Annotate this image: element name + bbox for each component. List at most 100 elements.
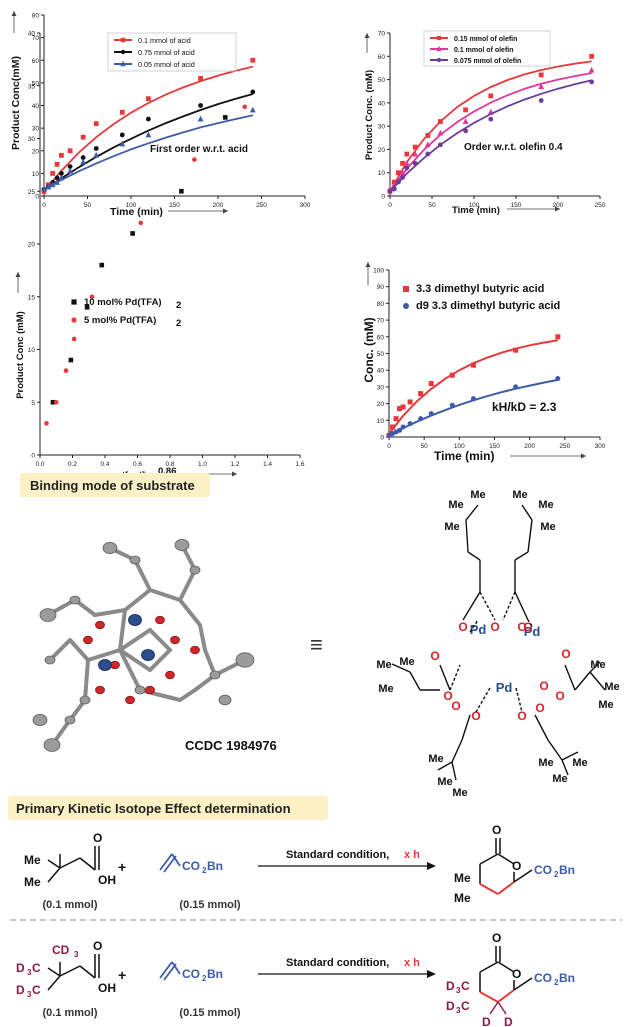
deuteromethyl-label: C	[461, 979, 470, 993]
pd-bond	[437, 761, 453, 771]
subscript-2: 2	[554, 978, 559, 987]
x-tick-label: 100	[469, 202, 480, 209]
data-point	[428, 411, 434, 417]
legend-marker	[436, 45, 442, 52]
crystal-bond	[118, 608, 127, 652]
data-point	[397, 406, 403, 412]
y-tick-label: 80	[377, 301, 385, 308]
x-tick-label: 50	[428, 202, 436, 209]
scheme-bond	[497, 1001, 507, 1015]
pd-bond	[515, 687, 523, 713]
crystal-carbon	[129, 555, 141, 565]
data-point	[462, 118, 469, 124]
data-point	[198, 75, 203, 81]
legend-box	[107, 32, 237, 72]
legend-marker	[71, 317, 77, 323]
pd-bond	[534, 714, 549, 741]
crystal-oxygen	[83, 635, 93, 645]
fit-line-0	[389, 60, 592, 192]
legend-marker	[71, 299, 77, 305]
pd-bond	[409, 671, 421, 691]
hydroxyl-label: OH	[98, 873, 116, 887]
reaction-arrow-head	[427, 862, 436, 870]
pd-oxygen-label: O	[517, 709, 526, 723]
data-point	[67, 167, 73, 174]
ester-label: CO	[182, 967, 200, 981]
deuterium-label: D	[482, 1015, 491, 1027]
olefin-amount: (0.15 mmol)	[179, 1007, 240, 1019]
data-point	[130, 231, 135, 236]
crystal-oxygen	[125, 695, 135, 705]
pd-bond	[561, 751, 579, 761]
y-tick-label: 20	[378, 147, 386, 154]
pd-bond	[589, 671, 606, 691]
data-point	[222, 115, 228, 120]
data-point	[393, 416, 399, 422]
data-point	[396, 170, 401, 176]
ring-oxygen-label: O	[512, 967, 521, 981]
x-tick-label: 150	[169, 202, 180, 209]
x-axis-arrow-head	[581, 453, 586, 459]
scheme-bond	[171, 961, 181, 975]
data-point	[89, 294, 95, 300]
y-axis-label: Product Conc. (mM)	[364, 70, 375, 160]
crystal-bond	[86, 648, 122, 662]
crystal-carbon	[134, 685, 146, 695]
pd-bond	[574, 671, 591, 691]
condition-label: Standard condition,	[286, 957, 389, 969]
pd-bond	[502, 591, 516, 621]
legend-marker	[120, 37, 126, 43]
pd-bond	[439, 664, 451, 691]
legend-label: 0.1 mmol of acid	[138, 36, 191, 45]
legend-label: d9 3.3 dimethyl butyric acid	[416, 300, 560, 312]
x-tick-label: 1.6	[295, 461, 304, 468]
pd-oxygen-label: O	[555, 689, 564, 703]
x-axis-arrow-head	[223, 208, 228, 214]
deuterium-label: D	[504, 1015, 513, 1027]
crystal-carbon	[102, 542, 118, 555]
data-point	[404, 151, 410, 157]
data-point	[513, 347, 519, 353]
scheme-bond	[59, 857, 81, 869]
crystal-bond	[178, 688, 197, 702]
legend-label-sub: 2	[176, 300, 181, 311]
fit-line-0	[388, 339, 558, 435]
deuteromethyl-label: D	[16, 983, 25, 997]
x-tick-label: 300	[300, 202, 311, 209]
legend-label: 0.15 mmol of olefin	[454, 36, 517, 43]
data-point	[390, 424, 396, 430]
data-point	[250, 89, 256, 95]
pd-atom-label: Pd	[470, 622, 487, 637]
pd-methyl-label: Me	[538, 757, 553, 769]
crystal-bond	[118, 628, 152, 652]
data-point	[146, 116, 151, 122]
data-point	[41, 185, 47, 192]
y-tick-label: 70	[377, 318, 385, 325]
x-tick-label: 1.0	[198, 461, 207, 468]
data-point	[538, 72, 544, 78]
data-point	[192, 157, 197, 162]
data-point	[463, 107, 468, 113]
scheme-bond	[159, 961, 173, 979]
data-point	[138, 220, 144, 226]
ring-oxygen-label: O	[512, 859, 521, 873]
y-tick-label: 30	[28, 136, 36, 143]
deuteromethyl-label: C	[32, 961, 41, 975]
x-tick-label: 0.0	[35, 461, 44, 468]
legend-box	[423, 30, 551, 67]
pd-bond	[469, 619, 479, 633]
product-ester-label: Bn	[559, 863, 575, 877]
data-point	[93, 146, 99, 151]
lactone-carbonyl-label: O	[492, 823, 501, 837]
x-tick-label: 0.6	[133, 461, 142, 468]
pd-bond	[451, 761, 457, 781]
data-point	[555, 376, 561, 382]
y-tick-label: 40	[28, 31, 36, 38]
x-tick-label: 200	[524, 443, 535, 450]
ester-label: Bn	[207, 967, 223, 981]
data-point	[400, 404, 406, 410]
scheme-bond	[159, 853, 173, 871]
pd-bond	[467, 551, 481, 561]
scheme-bond	[79, 857, 96, 871]
x-tick-label: 150	[489, 443, 500, 450]
